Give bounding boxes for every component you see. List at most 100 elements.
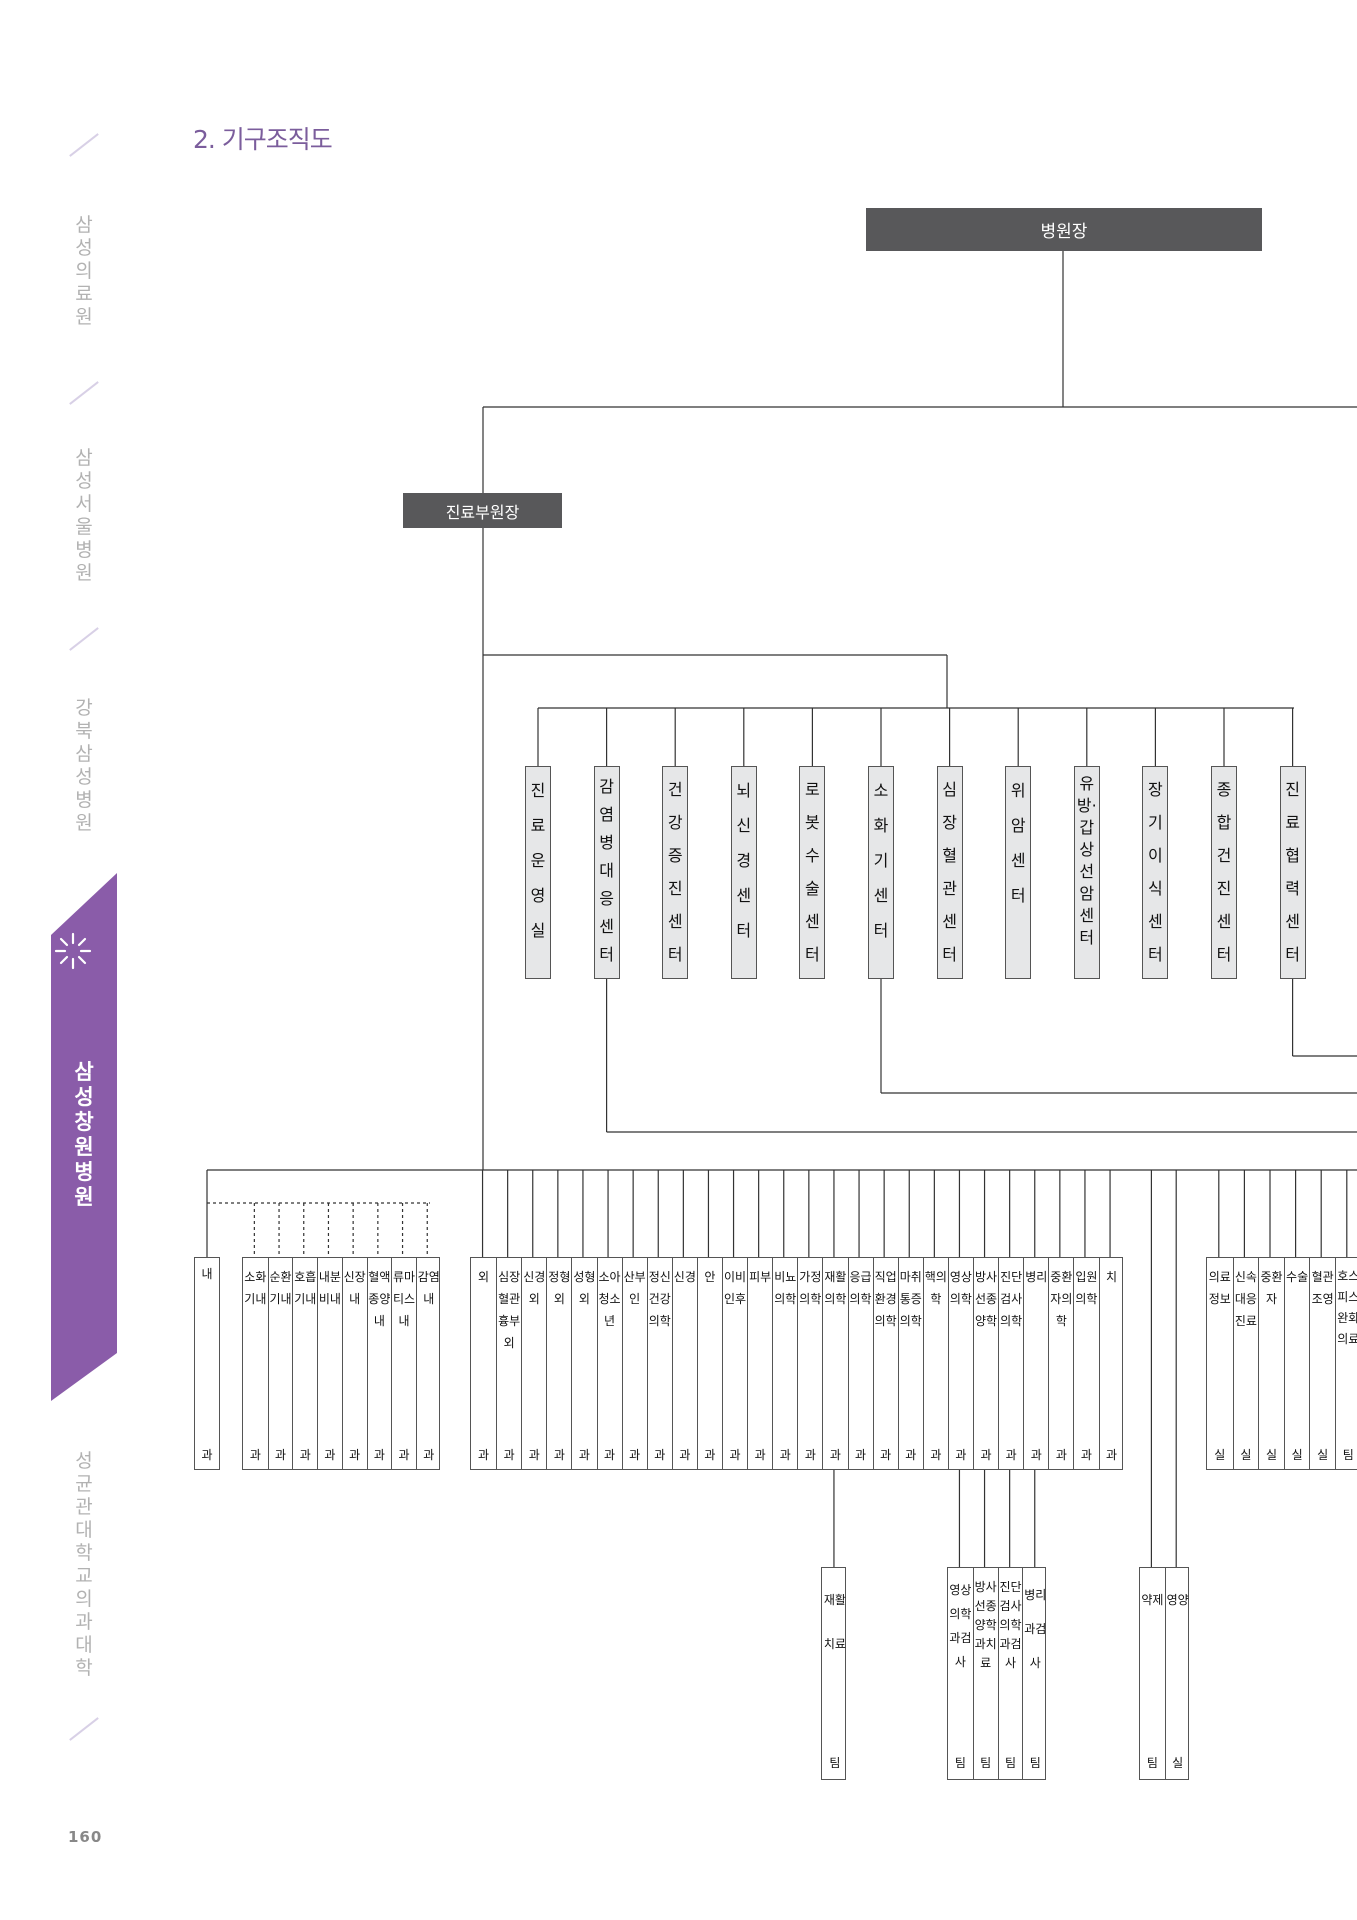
center-box-7[interactable]: 위암센터 xyxy=(1005,766,1032,979)
cell-top-text: 약제 xyxy=(1141,1593,1164,1607)
cell-bottom-text: 과 xyxy=(880,1448,892,1462)
cell-top-text: 진단검사의학 xyxy=(1000,1270,1023,1328)
nav-item-samsung-changwon[interactable]: 삼성창원병원 xyxy=(74,1060,94,1209)
center-label: 소화기센터 xyxy=(873,781,889,940)
vice-director-box[interactable]: 진료부원장 xyxy=(403,493,562,528)
cell-top-text: 산부인 xyxy=(623,1270,646,1306)
cell-bottom-text: 과 xyxy=(679,1448,691,1462)
cell-bottom-text: 과 xyxy=(980,1448,992,1462)
cell-top-text: 신경 xyxy=(673,1270,696,1284)
center-label: 유방·갑상선암센터 xyxy=(1076,774,1097,947)
cell-top-text: 정신건강의학 xyxy=(648,1270,671,1328)
nav-item-samsung-seoul[interactable]: 삼성서울병원 xyxy=(75,447,93,584)
cell-bottom-text: 실 xyxy=(1214,1448,1226,1462)
cell-top-text: 직업환경의학 xyxy=(874,1270,897,1328)
cell-bottom-text: 과 xyxy=(604,1448,616,1462)
cell-bottom-text: 과 xyxy=(1106,1448,1118,1462)
cell-bottom-text: 과 xyxy=(553,1448,565,1462)
cell-bottom-text: 과 xyxy=(855,1448,867,1462)
cell-top-text: 비뇨의학 xyxy=(774,1270,797,1306)
center-box-11[interactable]: 진료협력센터 xyxy=(1279,766,1306,979)
nav-item-kangbuk-samsung[interactable]: 강북삼성병원 xyxy=(75,697,93,834)
cell-top-text: 이비인후 xyxy=(724,1270,747,1306)
center-box-5[interactable]: 소화기센터 xyxy=(868,766,894,979)
center-label: 진료협력센터 xyxy=(1285,780,1300,964)
cell-bottom-text: 과 xyxy=(905,1448,917,1462)
cell-top-text: 치 xyxy=(1106,1270,1118,1284)
cell-bottom-text: 실 xyxy=(1317,1448,1329,1462)
center-box-9[interactable]: 장기이식센터 xyxy=(1142,766,1169,979)
center-box-3[interactable]: 뇌신경센터 xyxy=(730,766,757,979)
cell-bottom-text: 과 xyxy=(829,1448,841,1462)
center-box-6[interactable]: 심장혈관센터 xyxy=(936,766,963,979)
cell-top-text: 호스피스완화의료 xyxy=(1337,1269,1357,1346)
cell-top-text: 응급의학 xyxy=(849,1270,872,1306)
center-label: 장기이식센터 xyxy=(1148,780,1163,964)
cell-bottom-text: 팀 xyxy=(1146,1756,1158,1770)
center-box-2[interactable]: 건강증진센터 xyxy=(662,766,689,979)
cell-top-text: 류마티스내 xyxy=(392,1270,416,1328)
center-box-4[interactable]: 로봇수술센터 xyxy=(799,766,826,979)
nav-item-skku-medicine[interactable]: 성균관대학교 의과대학 xyxy=(75,1450,93,1679)
center-box-10[interactable]: 종합건진센터 xyxy=(1211,766,1237,979)
nav-item-samsung-medical[interactable]: 삼성의료원 xyxy=(75,214,93,328)
cell-bottom-text: 과 xyxy=(1030,1448,1042,1462)
center-box-1[interactable]: 감염병대응센터 xyxy=(593,766,620,979)
center-box-8[interactable]: 유방·갑상선암센터 xyxy=(1073,766,1100,979)
director-box[interactable]: 병원장 xyxy=(866,208,1262,251)
center-box-0[interactable]: 진료운영실 xyxy=(525,766,551,979)
internal-medicine-label-end: 과 xyxy=(201,1448,213,1462)
